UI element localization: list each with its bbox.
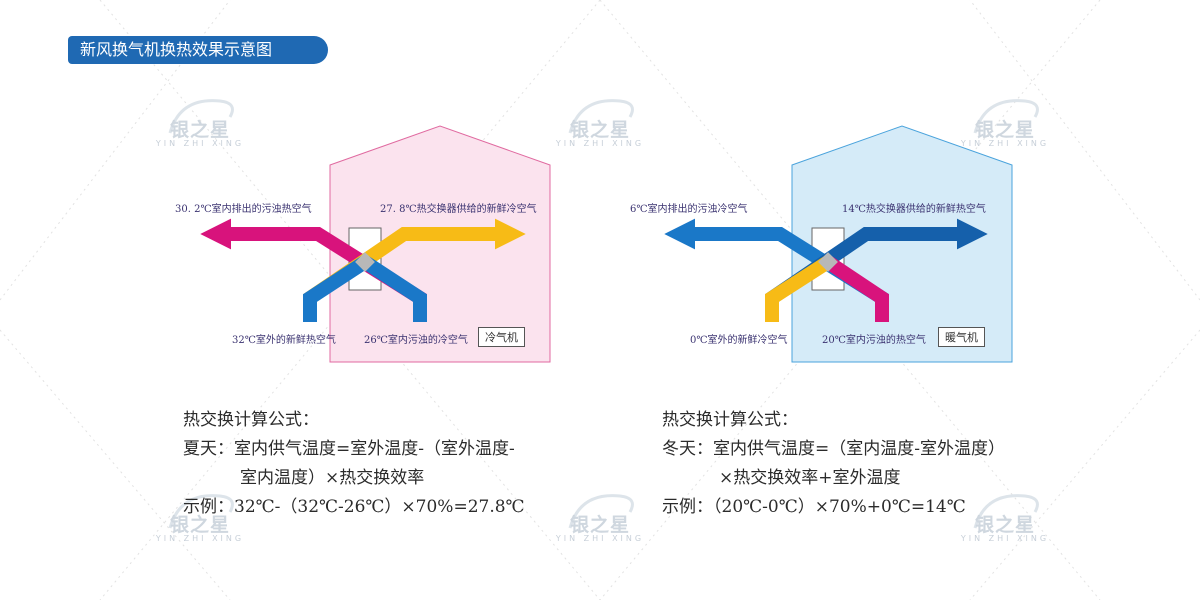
summer-outdoor-inlet <box>303 256 369 322</box>
summer-mode-label: 冷气机 <box>478 327 525 347</box>
summer-indoor-label: 26℃室内污浊的冷空气 <box>364 335 468 346</box>
winter-formula: 热交换计算公式： 冬天：室内供气温度=（室内温度-室外温度） ×热交换效率+室外… <box>662 406 1005 522</box>
watermark-text-cn: 银之星 <box>569 119 630 141</box>
swirl-icon <box>568 99 634 134</box>
watermark-text-en: YIN ZHI XING <box>555 534 645 543</box>
watermark-text-en: YIN ZHI XING <box>960 534 1050 543</box>
summer-supply-label: 27. 8℃热交换器供给的新鲜冷空气 <box>380 204 537 215</box>
watermark-text-en: YIN ZHI XING <box>960 139 1050 148</box>
watermark-text-cn: 银之星 <box>169 514 230 536</box>
formula-example: 示例：（20℃-0℃）×70%+0℃=14℃ <box>662 497 966 517</box>
swirl-icon <box>568 494 634 529</box>
winter-supply-label: 14℃热交换器供给的新鲜热空气 <box>842 204 986 215</box>
winter-outdoor-label: 0℃室外的新鲜冷空气 <box>690 335 788 346</box>
watermark-text-cn: 银之星 <box>569 514 630 536</box>
swirl-icon <box>168 99 234 134</box>
summer-outdoor-label: 32℃室外的新鲜热空气 <box>232 335 336 346</box>
formula-example: 示例：32℃-（32℃-26℃）×70%=27.8℃ <box>183 497 525 517</box>
summer-formula: 热交换计算公式： 夏天：室内供气温度=室外温度-（室外温度- 室内温度）×热交换… <box>183 406 525 522</box>
watermark-text-cn: 银之星 <box>974 514 1035 536</box>
winter-diagram <box>664 125 1013 363</box>
summer-diagram <box>200 125 551 363</box>
formula-line: 冬天：室内供气温度=（室内温度-室外温度） <box>662 439 1005 459</box>
summer-indoor-inlet <box>361 256 427 322</box>
watermark-text-en: YIN ZHI XING <box>155 534 245 543</box>
swirl-icon <box>973 494 1039 529</box>
summer-cross-core <box>355 252 375 272</box>
winter-mode-label: 暖气机 <box>938 327 985 347</box>
winter-cross-core <box>818 252 838 272</box>
winter-indoor-inlet <box>824 256 889 322</box>
watermark-logo: 银之星 YIN ZHI XING <box>550 95 650 165</box>
formula-line: ×热交换效率+室外温度 <box>719 468 901 488</box>
winter-indoor-label: 20℃室内污浊的热空气 <box>822 335 926 346</box>
winter-house <box>791 125 1013 363</box>
winter-outdoor-inlet <box>765 256 832 322</box>
watermark-text-en: YIN ZHI XING <box>155 139 245 148</box>
watermark-text-cn: 银之星 <box>974 119 1035 141</box>
watermark-text-en: YIN ZHI XING <box>555 139 645 148</box>
formula-heading: 热交换计算公式： <box>183 410 319 430</box>
swirl-icon <box>973 99 1039 134</box>
watermark-logo: 银之星 YIN ZHI XING <box>955 95 1055 165</box>
summer-house <box>329 125 551 363</box>
watermark-text-cn: 银之星 <box>169 119 230 141</box>
watermark-logo: 银之星 YIN ZHI XING <box>150 95 250 165</box>
formula-line: 夏天：室内供气温度=室外温度-（室外温度- <box>183 439 515 459</box>
watermark-logo: 银之星 YIN ZHI XING <box>150 490 250 560</box>
watermark-logo: 银之星 YIN ZHI XING <box>955 490 1055 560</box>
page-title: 新风换气机换热效果示意图 <box>68 36 328 64</box>
winter-exhaust-label: 6℃室内排出的污浊冷空气 <box>630 204 748 215</box>
formula-heading: 热交换计算公式： <box>662 410 798 430</box>
watermark-logo: 银之星 YIN ZHI XING <box>550 490 650 560</box>
formula-line: 室内温度）×热交换效率 <box>240 468 425 488</box>
summer-exhaust-label: 30. 2℃室内排出的污浊热空气 <box>175 204 312 215</box>
swirl-icon <box>168 494 234 529</box>
